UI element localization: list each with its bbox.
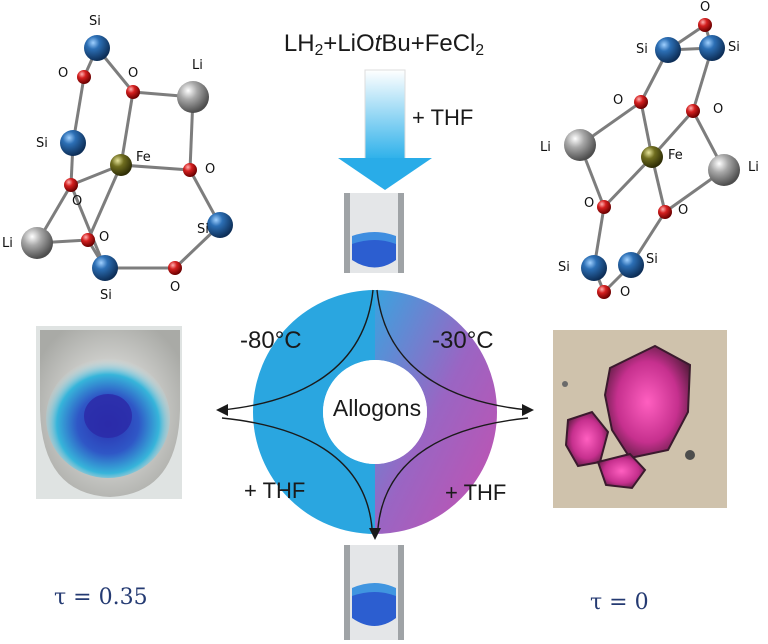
atom-label: Si (36, 136, 48, 151)
atom-label: O (613, 93, 624, 108)
atom-label: Si (636, 42, 648, 57)
allogons-label: Allogons (332, 395, 422, 421)
atom-label: Si (89, 14, 101, 29)
tau-value-right: τ = 0 (590, 590, 649, 615)
atom-label: Si (197, 222, 209, 237)
atom-label: O (72, 194, 83, 209)
tau-value-left: τ = 0.35 (54, 585, 148, 610)
left-structure-atoms (21, 35, 233, 281)
atom-label: Fe (136, 150, 151, 165)
atom-label: O (700, 0, 711, 15)
reaction-lh: LH (283, 30, 315, 57)
temperature-right: -30°C (432, 327, 494, 354)
reaction-sub-1: 2 (314, 41, 324, 59)
crystal-photo-right (553, 330, 727, 508)
atom-label: O (620, 285, 631, 300)
atom-label: Fe (668, 148, 683, 163)
arrow-heads (216, 404, 534, 540)
atom-label: O (170, 280, 181, 295)
small-vial-bottom (344, 545, 404, 640)
atom-label: O (584, 196, 595, 211)
down-arrow-top (338, 69, 432, 190)
atom-label: Si (728, 40, 740, 55)
atom-label: Li (540, 140, 551, 155)
atom-label: Li (2, 236, 13, 251)
atom-label: Si (646, 252, 658, 267)
atom-label: O (99, 230, 110, 245)
vial-photo-left (36, 326, 182, 499)
atom-label: O (58, 66, 69, 81)
reaction-mid: +LiO (323, 30, 375, 57)
temperature-left: -80°C (240, 327, 302, 354)
atom-label: Li (192, 58, 203, 73)
small-vial-top (344, 193, 404, 273)
atom-label: Li (748, 160, 759, 175)
atom-label: O (205, 162, 216, 177)
atom-label: O (128, 66, 139, 81)
thf-label-bottom-right: + THF (445, 480, 507, 505)
reaction-bu: Bu+FeCl (381, 30, 476, 57)
atom-label: Si (558, 260, 570, 275)
thf-label-bottom-left: + THF (244, 478, 306, 503)
reaction-formula: LH2+LiOtBu+FeCl2 (0, 30, 768, 60)
reaction-sub-2: 2 (475, 41, 485, 59)
curved-arrows (221, 289, 529, 529)
atom-label: Si (100, 288, 112, 303)
atom-label: O (713, 102, 724, 117)
reaction-tert: t (374, 30, 382, 57)
allogon-ring (253, 290, 497, 534)
right-structure-atoms (564, 18, 740, 299)
thf-label-top: + THF (412, 105, 474, 130)
atom-label: O (678, 203, 689, 218)
